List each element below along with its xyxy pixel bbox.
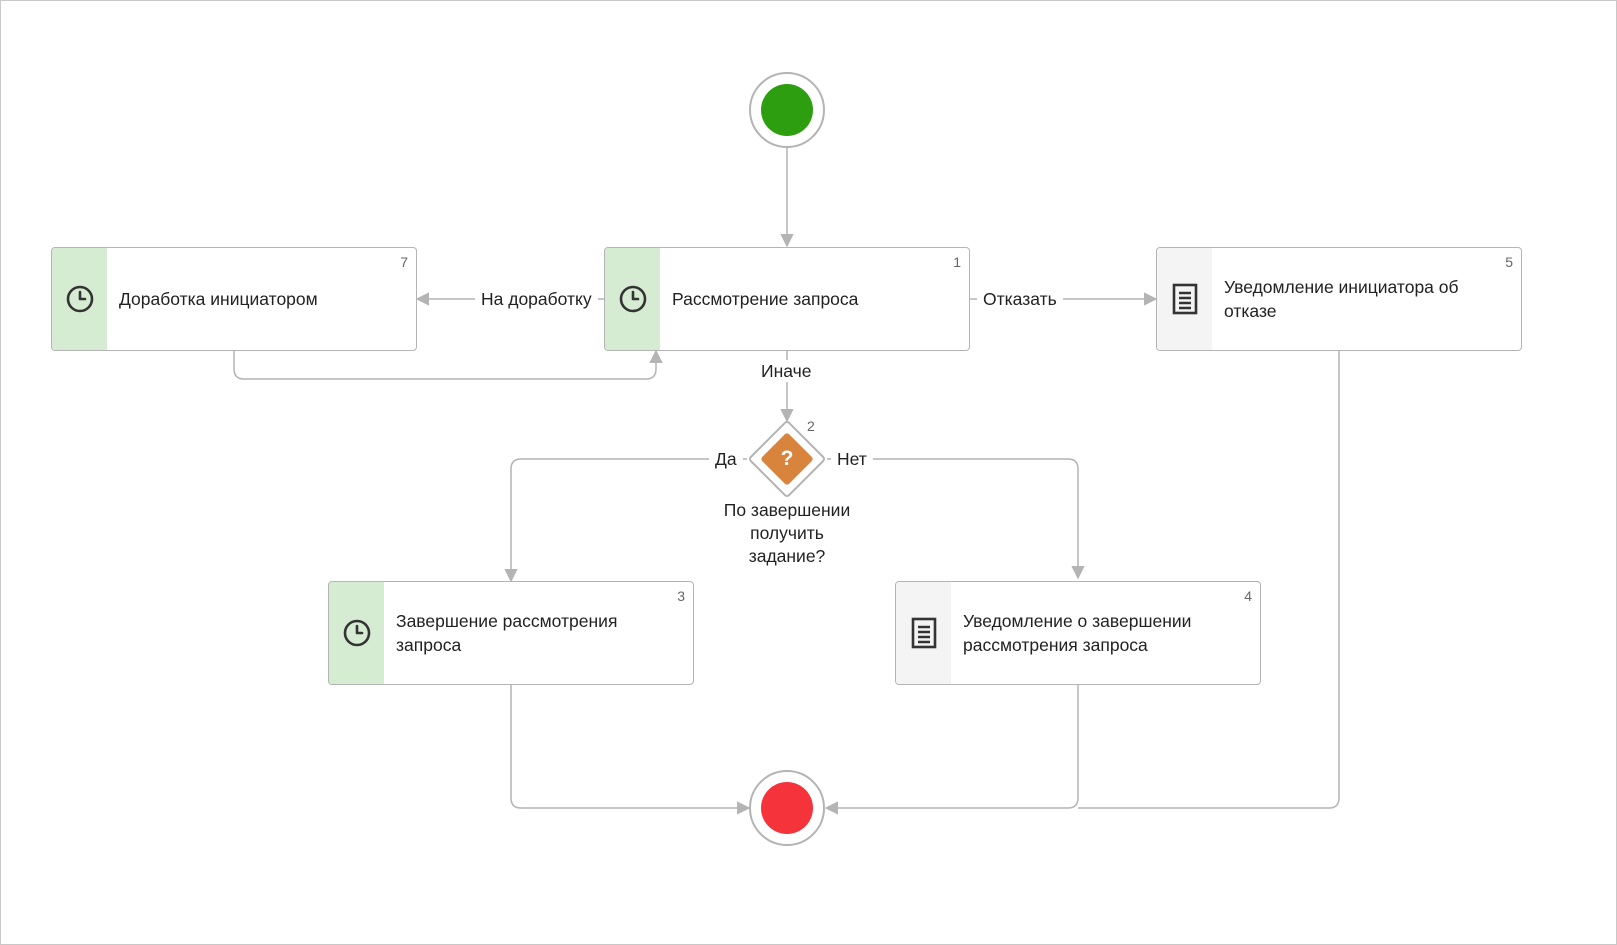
clock-icon	[343, 619, 370, 647]
document-icon	[911, 617, 936, 649]
edge-label-otherwise[interactable]: Иначе	[755, 360, 818, 382]
task-number: 5	[1505, 254, 1513, 270]
document-icon	[1172, 283, 1197, 315]
task-rework-by-initiator[interactable]: Доработка инициатором 7	[51, 247, 417, 351]
task-label: Рассмотрение запроса	[672, 289, 859, 309]
edge-label-rework[interactable]: На доработку	[475, 288, 598, 310]
flow-rework-to-review[interactable]	[233, 349, 663, 380]
task-number: 7	[400, 254, 408, 270]
decision-gateway[interactable]: ?	[747, 419, 827, 499]
flow-task4-to-end[interactable]	[824, 685, 1079, 815]
task-number: 1	[953, 254, 961, 270]
task-stripe	[329, 582, 384, 684]
task-stripe	[1157, 248, 1212, 350]
task-label: Завершение рассмотрения запроса	[396, 611, 618, 655]
clock-icon	[619, 285, 646, 313]
task-stripe	[52, 248, 107, 350]
flow-gateway-no[interactable]	[827, 458, 1085, 580]
gateway-caption: По завершении получить задание?	[723, 500, 851, 566]
end-event-dot	[761, 782, 813, 834]
flow-gateway-yes[interactable]	[504, 458, 747, 583]
flow-task5-to-end[interactable]	[1078, 350, 1340, 809]
task-number: 3	[677, 588, 685, 604]
task-finish-review[interactable]: Завершение рассмотрения запроса 3	[328, 581, 694, 685]
edge-label-no[interactable]: Нет	[831, 448, 873, 470]
edge-label-yes[interactable]: Да	[709, 448, 743, 470]
start-event[interactable]	[749, 72, 825, 148]
task-notify-review-completion[interactable]: Уведомление о завершении рассмотрения за…	[895, 581, 1261, 685]
task-label: Доработка инициатором	[119, 289, 318, 309]
task-stripe	[896, 582, 951, 684]
flow-task3-to-end[interactable]	[510, 685, 751, 815]
question-mark-icon: ?	[780, 447, 794, 470]
task-label: Уведомление инициатора об отказе	[1224, 277, 1459, 321]
task-number: 4	[1244, 588, 1252, 604]
task-notify-initiator-rejection[interactable]: Уведомление инициатора об отказе 5	[1156, 247, 1522, 351]
task-stripe	[605, 248, 660, 350]
task-request-review[interactable]: Рассмотрение запроса 1	[604, 247, 970, 351]
gateway-number: 2	[807, 418, 815, 434]
end-event[interactable]	[749, 770, 825, 846]
edge-label-reject[interactable]: Отказать	[977, 288, 1063, 310]
clock-icon	[66, 285, 93, 313]
start-event-dot	[761, 84, 813, 136]
task-label: Уведомление о завершении рассмотрения за…	[963, 611, 1192, 655]
